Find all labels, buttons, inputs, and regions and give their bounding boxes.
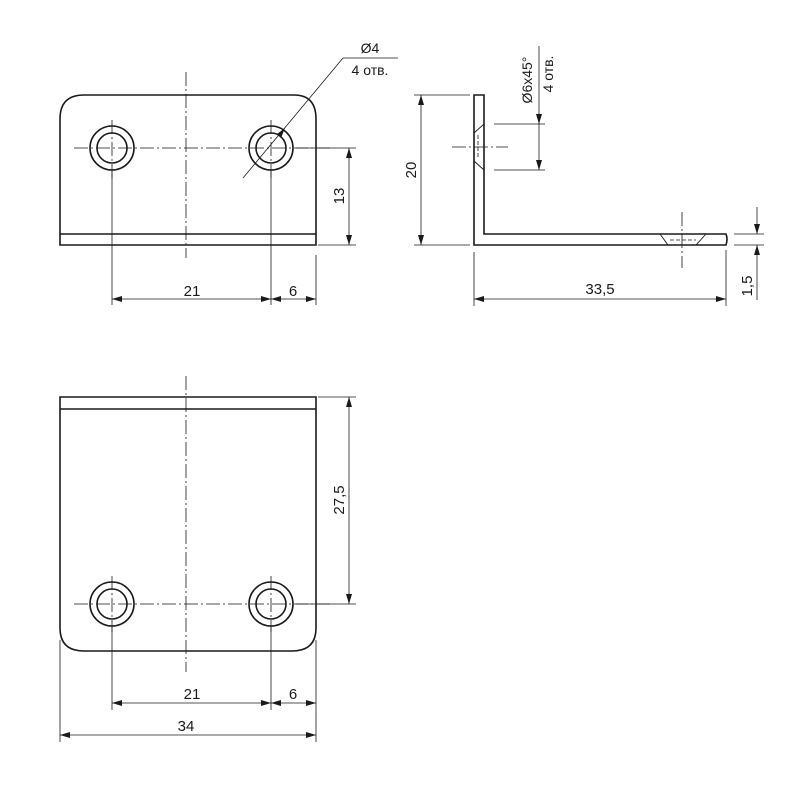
side-view: 20 Ø6x45° 4 отв. 33,5 1,5 [403,46,764,306]
front-hole-count: 4 отв. [352,62,389,78]
side-dim-height: 20 [403,162,420,179]
side-countersink-count: 4 отв. [540,56,556,93]
top-dim-width: 34 [178,718,195,735]
top-dim-depth: 27,5 [331,485,348,514]
side-countersink-spec: Ø6x45° [519,57,535,104]
front-dim-hole-spacing: 21 [184,283,201,300]
front-dim-hole-height: 13 [331,188,348,205]
front-hole-diameter: Ø4 [361,40,380,56]
side-countersink-horizontal [659,233,707,246]
front-view: 21 6 13 Ø4 4 отв. [59,40,398,305]
side-dim-length: 33,5 [585,281,614,298]
front-view-outline [59,94,317,246]
top-view-outline [59,396,317,652]
side-view-profile [473,94,728,246]
top-view: 27,5 21 6 34 [59,376,356,742]
side-dim-thickness: 1,5 [739,276,756,297]
top-dim-hole-spacing: 21 [184,686,201,703]
front-dim-edge-offset: 6 [289,283,297,300]
top-dim-edge-offset: 6 [289,686,297,703]
front-hole-leader [242,57,344,179]
